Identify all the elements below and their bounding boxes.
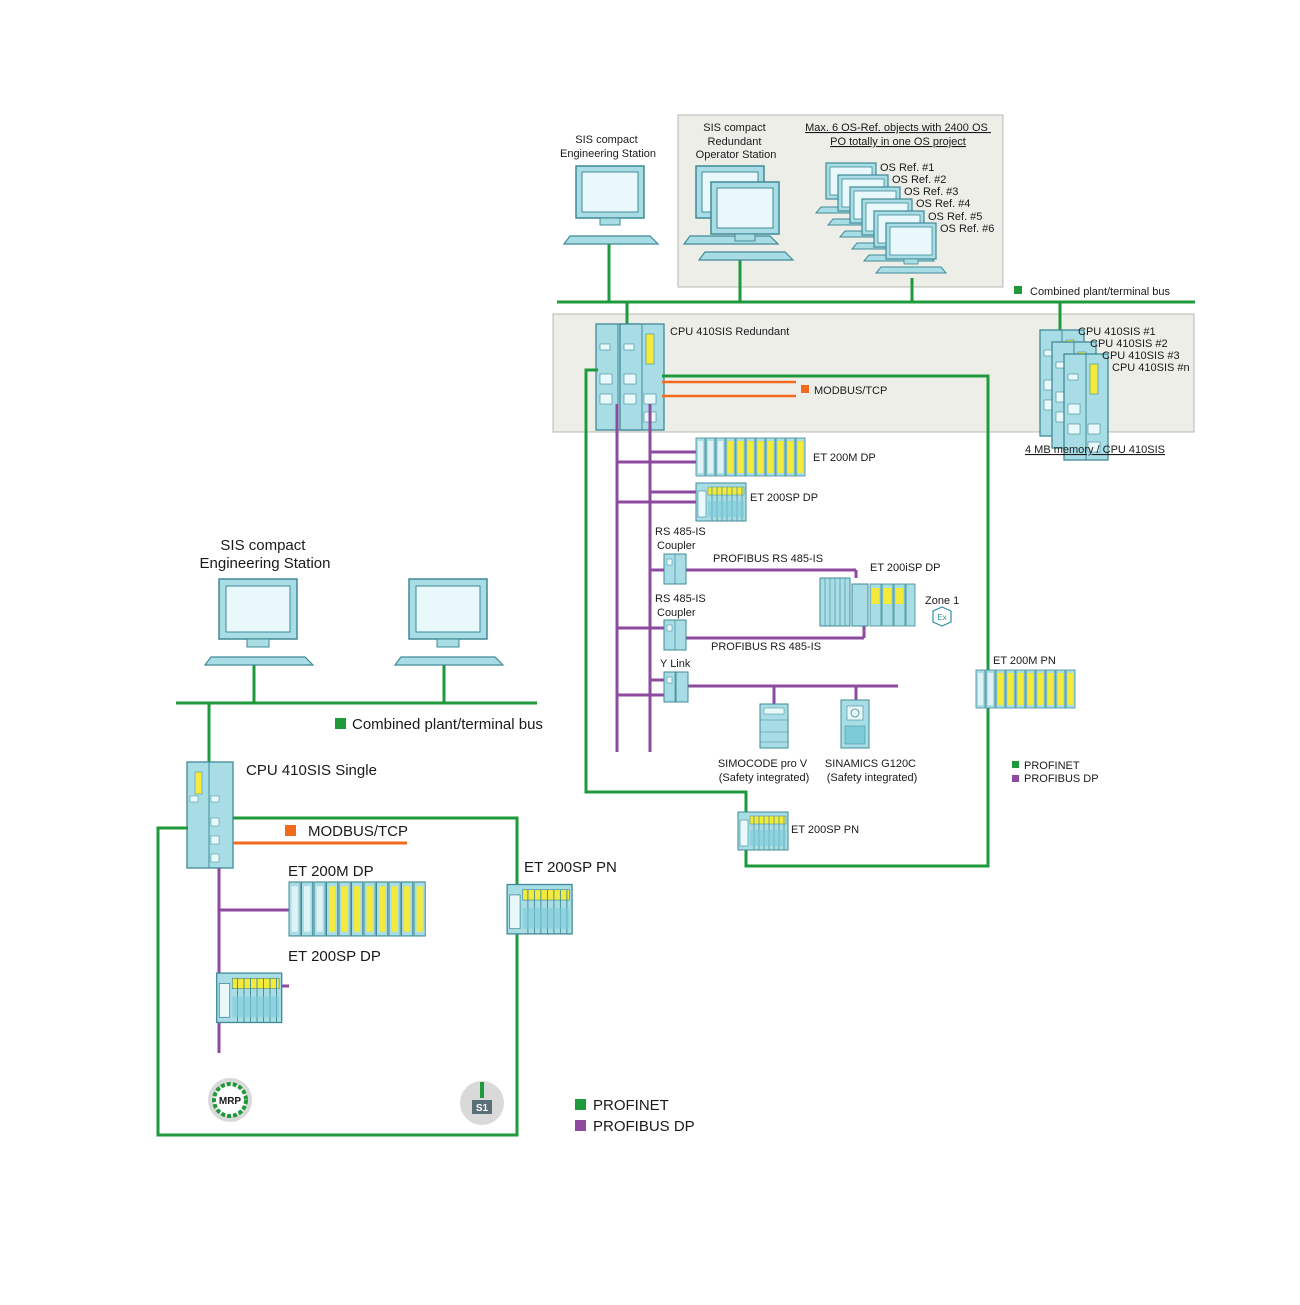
top-et200m-dp-icon	[695, 437, 806, 477]
top-engineering-station-pc-icon	[563, 165, 659, 245]
cpu-single-label: CPU 410SIS Single	[246, 762, 377, 779]
ylink-label: Y Link	[660, 658, 691, 670]
cpu-single-icon	[186, 761, 234, 869]
et200isp-label: ET 200iSP DP	[870, 562, 941, 574]
svg-text:S1: S1	[476, 1103, 489, 1114]
os-ref-4: OS Ref. #4	[916, 198, 970, 210]
top-legend-profinet-swatch	[1012, 761, 1019, 768]
bottom-et200m-dp-icon	[288, 881, 426, 937]
sinamics-label: SINAMICS G120C (Safety integrated)	[825, 758, 919, 784]
et200isp-icon	[819, 577, 916, 627]
cpu-list-2: CPU 410SIS #2	[1090, 338, 1168, 350]
s1-badge-icon: S1	[460, 1081, 504, 1125]
et200m-pn-icon	[975, 669, 1076, 709]
bottom-bus-label: Combined plant/terminal bus	[352, 716, 543, 733]
bottom-operator-pc-icon	[394, 578, 504, 666]
bottom-bus-legend-square	[335, 718, 346, 729]
redundant-os-label: SIS compact Redundant Operator Station	[696, 122, 777, 161]
bottom-legend-profibus: PROFIBUS DP	[593, 1118, 695, 1135]
svg-text:MRP: MRP	[219, 1096, 242, 1107]
coupler-1-icon	[663, 553, 687, 585]
top-legend-profibus-swatch	[1012, 775, 1019, 782]
top-profinet-ring	[662, 374, 990, 868]
top-et200sp-pn-icon	[737, 811, 789, 851]
coupler-2-icon	[663, 619, 687, 651]
mrp-badge-icon: MRP	[208, 1078, 252, 1122]
cpu-list-1: CPU 410SIS #1	[1078, 326, 1156, 338]
cpu-redundant-b-icon	[619, 323, 665, 431]
bottom-legend-profinet: PROFINET	[593, 1097, 669, 1114]
top-et200m-dp-label: ET 200M DP	[813, 452, 876, 464]
os-ref-note: Max. 6 OS-Ref. objects with 2400 OS PO t…	[805, 122, 991, 148]
et200m-pn-label: ET 200M PN	[993, 655, 1056, 667]
coupler-2-label: RS 485-IS Coupler	[655, 593, 709, 619]
sinamics-icon	[840, 699, 870, 749]
bottom-et200sp-pn-label: ET 200SP PN	[524, 859, 617, 876]
top-et200sp-pn-label: ET 200SP PN	[791, 824, 859, 836]
memory-note: 4 MB memory / CPU 410SIS	[1025, 444, 1165, 456]
bottom-eng-station-label: SIS compact Engineering Station	[200, 537, 331, 572]
ex-hazard-icon: Ex	[932, 606, 952, 627]
profibus-rs485-2-label: PROFIBUS RS 485-IS	[711, 641, 821, 653]
os-ref-6: OS Ref. #6	[940, 223, 994, 235]
svg-text:Ex: Ex	[937, 613, 946, 622]
top-et200sp-dp-icon	[695, 482, 747, 522]
modbus-legend-square	[801, 385, 809, 393]
cpu-list-3: CPU 410SIS #3	[1102, 350, 1180, 362]
bottom-et200sp-pn-icon	[506, 883, 573, 935]
top-legend-profinet: PROFINET	[1024, 760, 1080, 772]
bottom-profinet-ring	[156, 816, 519, 1137]
cpu-redundant-label: CPU 410SIS Redundant	[670, 326, 789, 338]
bottom-et200m-dp-label: ET 200M DP	[288, 863, 374, 880]
bottom-modbus-legend-square	[285, 825, 296, 836]
bottom-legend-profibus-swatch	[575, 1120, 586, 1131]
cpu-list-n: CPU 410SIS #n	[1112, 362, 1190, 374]
bottom-engineering-station-pc-icon	[204, 578, 314, 666]
top-eng-station-label: SIS compact Engineering Station	[560, 134, 656, 160]
os-ref-1: OS Ref. #1	[880, 162, 934, 174]
top-et200sp-dp-label: ET 200SP DP	[750, 492, 818, 504]
bottom-legend-profinet-swatch	[575, 1099, 586, 1110]
coupler-1-label: RS 485-IS Coupler	[655, 526, 709, 552]
os-ref-5: OS Ref. #5	[928, 211, 982, 223]
ylink-icon	[663, 671, 689, 703]
simocode-label: SIMOCODE pro V (Safety integrated)	[718, 758, 810, 784]
os-ref-3: OS Ref. #3	[904, 186, 958, 198]
profibus-rs485-1-label: PROFIBUS RS 485-IS	[713, 553, 823, 565]
os-ref-2: OS Ref. #2	[892, 174, 946, 186]
top-legend-profibus: PROFIBUS DP	[1024, 773, 1099, 785]
bottom-et200sp-dp-icon	[216, 972, 283, 1024]
top-modbus-label: MODBUS/TCP	[814, 385, 887, 397]
bottom-modbus-label: MODBUS/TCP	[308, 823, 408, 840]
bottom-et200sp-dp-label: ET 200SP DP	[288, 948, 381, 965]
zone-label: Zone 1	[925, 595, 959, 607]
top-bus-label: Combined plant/terminal bus	[1030, 286, 1171, 298]
profinet-legend-square	[1014, 286, 1022, 294]
simocode-icon	[759, 703, 789, 749]
